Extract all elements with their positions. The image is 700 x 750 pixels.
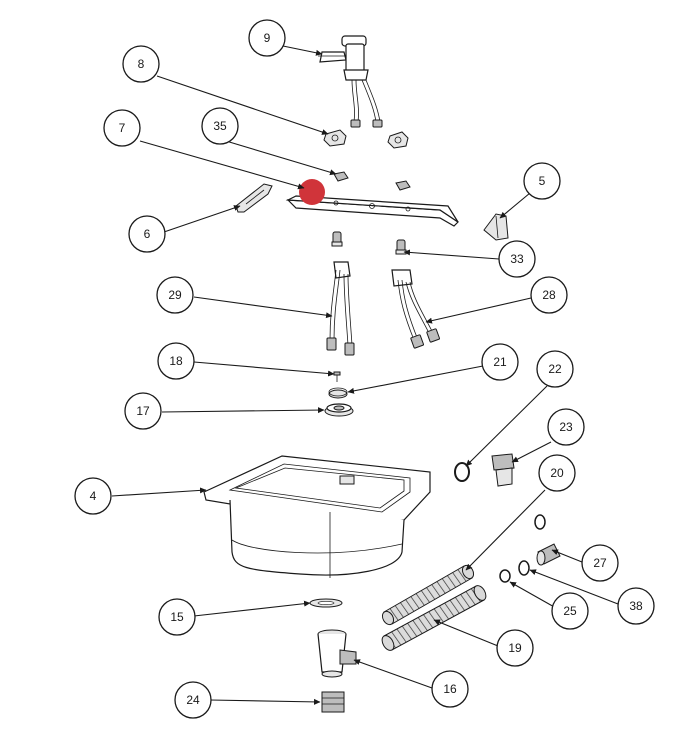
part-20-corrugated-hose	[381, 564, 475, 626]
part-22-o-ring	[454, 462, 470, 482]
leader-15	[193, 600, 311, 617]
part-8-mounting-nuts	[323, 129, 409, 149]
callout-label: 18	[169, 354, 183, 368]
callout-8: 8	[122, 45, 160, 83]
part-16-drain-trap	[317, 629, 357, 678]
callout-17: 17	[124, 392, 162, 430]
leader-24	[209, 698, 321, 705]
callout-label: 15	[170, 610, 184, 624]
leader-7	[139, 140, 305, 190]
part-24-drain-plug	[321, 691, 345, 713]
leader-4	[111, 487, 207, 497]
callout-label: 23	[559, 420, 573, 434]
callout-label: 6	[144, 227, 151, 241]
callout-6: 6	[128, 215, 166, 253]
callout-25: 25	[551, 592, 589, 630]
leader-19	[433, 619, 499, 647]
leader-16	[353, 659, 433, 689]
part-7-tap-plate	[285, 179, 459, 227]
leader-27	[551, 549, 583, 563]
callout-label: 25	[563, 604, 577, 618]
part-23-connector	[491, 453, 515, 487]
leader-33	[403, 249, 500, 260]
leader-22	[465, 385, 548, 467]
callout-label: 29	[168, 288, 182, 302]
callout-22: 22	[536, 350, 574, 388]
leader-18	[193, 361, 335, 377]
callout-label: 38	[629, 599, 643, 613]
highlight-marker	[299, 179, 325, 205]
callout-15: 15	[158, 598, 196, 636]
callout-label: 9	[264, 31, 271, 45]
part-35-small-nut	[333, 171, 411, 191]
leader-lines	[111, 45, 619, 705]
callout-label: 8	[138, 57, 145, 71]
leader-25	[509, 581, 557, 609]
part-21-overflow-ring	[328, 387, 348, 399]
callout-label: 20	[550, 466, 564, 480]
part-25-washer	[499, 569, 511, 583]
part-4-sink	[203, 455, 431, 578]
part-19-corrugated-hose	[381, 585, 487, 651]
part-28-right-hoses	[391, 269, 440, 349]
callout-label: 7	[119, 121, 126, 135]
leader-29	[193, 296, 333, 319]
leader-20	[465, 489, 546, 571]
leader-8	[156, 75, 329, 135]
part-29-left-hoses	[326, 261, 355, 356]
callout-label: 17	[136, 404, 150, 418]
callout-label: 4	[90, 489, 97, 503]
callout-29: 29	[156, 276, 194, 314]
leader-28	[425, 297, 532, 324]
leader-6	[163, 205, 241, 233]
callout-label: 16	[443, 682, 457, 696]
callout-24: 24	[174, 681, 212, 719]
callout-9: 9	[248, 19, 286, 57]
part-18-screw	[333, 371, 341, 382]
callout-7: 7	[103, 109, 141, 147]
callout-38: 38	[617, 587, 655, 625]
callout-5: 5	[523, 162, 561, 200]
leader-23	[511, 441, 552, 463]
part-33-valve-inserts	[331, 231, 407, 255]
callout-4: 4	[74, 477, 112, 515]
callout-label: 22	[548, 362, 562, 376]
leader-5	[499, 192, 531, 219]
part-9-mixer-tap	[318, 35, 383, 128]
part-6-left-clip	[235, 183, 273, 213]
part-27-elbow-fitting	[534, 514, 561, 566]
callout-28: 28	[530, 276, 568, 314]
callout-27: 27	[581, 544, 619, 582]
part-5-right-clip	[483, 213, 509, 241]
callout-18: 18	[157, 342, 195, 380]
callout-label: 28	[542, 288, 556, 302]
callout-label: 35	[213, 119, 227, 133]
callout-label: 21	[493, 355, 507, 369]
leader-35	[225, 140, 337, 176]
part-17-overflow-grille	[324, 403, 354, 417]
callout-label: 33	[510, 252, 524, 266]
leader-9	[282, 45, 323, 56]
callout-label: 24	[186, 693, 200, 707]
callout-21: 21	[481, 343, 519, 381]
part-38-washer	[518, 560, 530, 576]
callout-23: 23	[547, 408, 585, 446]
callout-33: 33	[498, 240, 536, 278]
part-15-gasket	[309, 598, 343, 608]
callout-19: 19	[496, 629, 534, 667]
leader-17	[161, 407, 325, 414]
callout-label: 5	[539, 174, 546, 188]
leader-21	[347, 365, 484, 394]
leader-38	[529, 569, 619, 605]
callout-35: 35	[201, 107, 239, 145]
callout-16: 16	[431, 670, 469, 708]
callout-20: 20	[538, 454, 576, 492]
callout-label: 19	[508, 641, 522, 655]
callout-label: 27	[593, 556, 607, 570]
